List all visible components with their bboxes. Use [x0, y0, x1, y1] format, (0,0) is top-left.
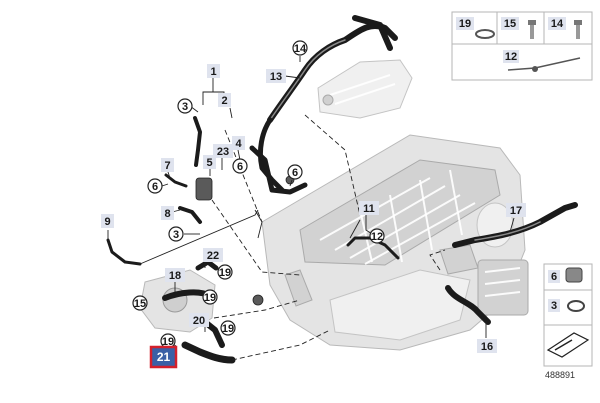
- callout-1[interactable]: 1: [207, 64, 220, 78]
- svg-text:23: 23: [217, 146, 229, 158]
- svg-text:12: 12: [505, 51, 517, 63]
- callout-6-upper[interactable]: 6: [232, 158, 248, 174]
- callout-6-right[interactable]: 6: [287, 164, 303, 180]
- small-parts-box-top: 19 15 14 12: [451, 11, 593, 81]
- svg-text:2: 2: [221, 95, 227, 107]
- svg-text:6: 6: [152, 181, 158, 193]
- callout-18[interactable]: 18: [165, 268, 185, 282]
- hose-clamp-icon: [475, 29, 495, 39]
- svg-text:13: 13: [270, 71, 282, 83]
- callout-15-left[interactable]: 15: [132, 295, 148, 311]
- callout-17[interactable]: 17: [506, 203, 526, 217]
- callout-2[interactable]: 2: [218, 93, 231, 107]
- callout-19-c[interactable]: 19: [220, 320, 236, 336]
- box-callout-6[interactable]: 6: [548, 270, 560, 283]
- callout-9[interactable]: 9: [101, 214, 114, 228]
- gasket-arrow-icon: [546, 332, 590, 358]
- callout-3-middle[interactable]: 3: [168, 226, 184, 242]
- svg-text:18: 18: [169, 270, 181, 282]
- small-parts-box-bottom: 6 3: [543, 263, 593, 367]
- box-callout-3[interactable]: 3: [548, 299, 560, 312]
- callout-8[interactable]: 8: [161, 206, 174, 220]
- svg-text:1: 1: [210, 66, 216, 78]
- svg-text:3: 3: [551, 300, 557, 312]
- box-callout-12[interactable]: 12: [503, 50, 519, 63]
- svg-text:6: 6: [551, 271, 557, 283]
- callout-13[interactable]: 13: [266, 69, 286, 83]
- svg-text:19: 19: [219, 267, 231, 279]
- callout-12-engine[interactable]: 12: [369, 228, 385, 244]
- svg-text:7: 7: [164, 160, 170, 172]
- document-number: 488891: [545, 370, 575, 380]
- callout-circles: 3 6 6 6 3 14 12 19 15 19 19 19: [132, 40, 385, 349]
- callout-19-a[interactable]: 19: [217, 264, 233, 280]
- svg-text:9: 9: [104, 216, 110, 228]
- svg-text:19: 19: [162, 336, 174, 348]
- callout-5[interactable]: 5: [203, 155, 216, 169]
- svg-text:14: 14: [551, 18, 564, 30]
- callout-16[interactable]: 16: [477, 339, 497, 353]
- svg-text:6: 6: [292, 167, 298, 179]
- svg-text:4: 4: [235, 138, 242, 150]
- bolt-icon: [574, 20, 582, 39]
- callout-tags: 1 2 4 23 5 7 8 9 13 11 17 16 18 22 20: [101, 64, 526, 353]
- box-callout-14[interactable]: 14: [548, 17, 566, 30]
- o-ring-icon: [567, 300, 585, 312]
- callout-4[interactable]: 4: [232, 136, 245, 150]
- screw-icon: [528, 20, 536, 39]
- callout-14-top[interactable]: 14: [292, 40, 308, 56]
- svg-text:22: 22: [207, 250, 219, 262]
- callout-20[interactable]: 20: [189, 313, 209, 327]
- callout-7[interactable]: 7: [161, 158, 174, 172]
- svg-text:6: 6: [237, 161, 243, 173]
- svg-text:14: 14: [294, 43, 307, 55]
- svg-text:15: 15: [504, 18, 516, 30]
- svg-text:12: 12: [371, 231, 383, 243]
- engine-block: [261, 134, 529, 351]
- svg-text:11: 11: [363, 203, 375, 215]
- callout-19-b[interactable]: 19: [202, 289, 218, 305]
- callout-21-selected[interactable]: 21: [149, 345, 178, 369]
- svg-text:3: 3: [182, 101, 188, 113]
- svg-text:21: 21: [157, 350, 171, 364]
- svg-text:5: 5: [206, 157, 212, 169]
- callout-23[interactable]: 23: [213, 144, 233, 158]
- box-callout-19[interactable]: 19: [456, 17, 474, 30]
- box-callout-15[interactable]: 15: [501, 17, 519, 30]
- callout-19-d[interactable]: 19: [160, 333, 176, 349]
- svg-text:3: 3: [173, 229, 179, 241]
- svg-text:8: 8: [164, 208, 170, 220]
- svg-text:19: 19: [459, 18, 471, 30]
- callout-3-upper[interactable]: 3: [177, 98, 193, 114]
- cylinder-head-cover: [317, 59, 413, 119]
- callout-11[interactable]: 11: [359, 201, 379, 215]
- svg-text:20: 20: [193, 315, 205, 327]
- svg-text:19: 19: [204, 292, 216, 304]
- callout-22[interactable]: 22: [203, 248, 223, 262]
- callout-6-left[interactable]: 6: [147, 178, 163, 194]
- clip-icon: [565, 267, 583, 283]
- svg-text:16: 16: [481, 341, 493, 353]
- svg-text:15: 15: [134, 298, 146, 310]
- svg-text:17: 17: [510, 205, 522, 217]
- svg-text:19: 19: [222, 323, 234, 335]
